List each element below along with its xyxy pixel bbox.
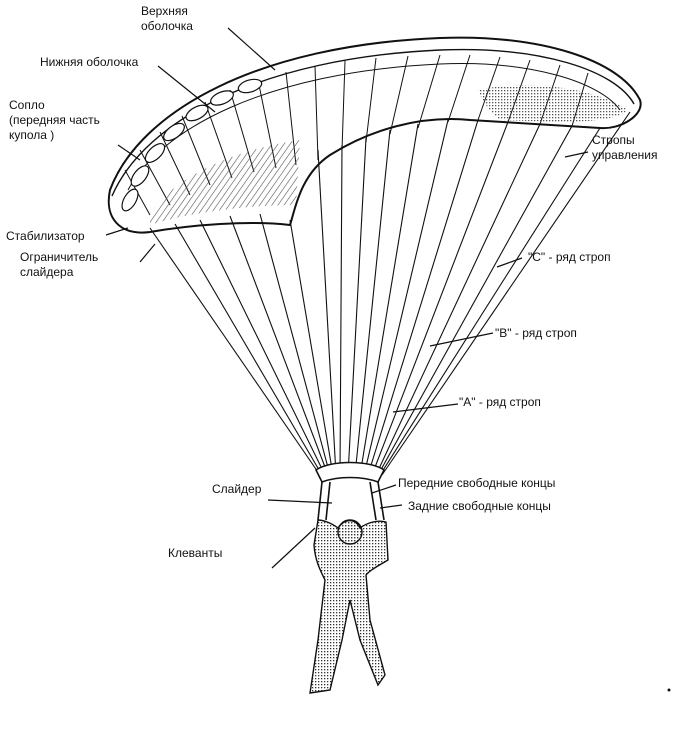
suspension-lines: [149, 111, 631, 476]
leader-lines: [105, 27, 589, 569]
pilot-figure: [309, 519, 389, 694]
slider: [314, 461, 386, 484]
label-nozzle: Сопло (передняя часть купола ): [9, 98, 100, 142]
label-top-skin: Верхняя оболочка: [141, 4, 193, 33]
risers: [317, 481, 385, 521]
label-front-risers: Передние свободные концы: [398, 476, 556, 490]
speck: [667, 688, 671, 692]
label-slider: Слайдер: [212, 482, 262, 496]
label-row-c: "C" - ряд строп: [528, 250, 611, 264]
label-row-b: "B" - ряд строп: [495, 326, 577, 340]
label-control-lines: Стропы управления: [592, 133, 658, 162]
label-row-a: "A" - ряд строп: [459, 395, 541, 409]
label-rear-risers: Задние свободные концы: [408, 499, 551, 513]
label-toggles: Клеванты: [168, 546, 223, 560]
canopy: [107, 36, 642, 234]
label-bottom-skin: Нижняя оболочка: [40, 55, 139, 69]
label-slider-stop: Ограничитель слайдера: [20, 250, 99, 279]
label-stabilizer: Стабилизатор: [6, 229, 85, 243]
